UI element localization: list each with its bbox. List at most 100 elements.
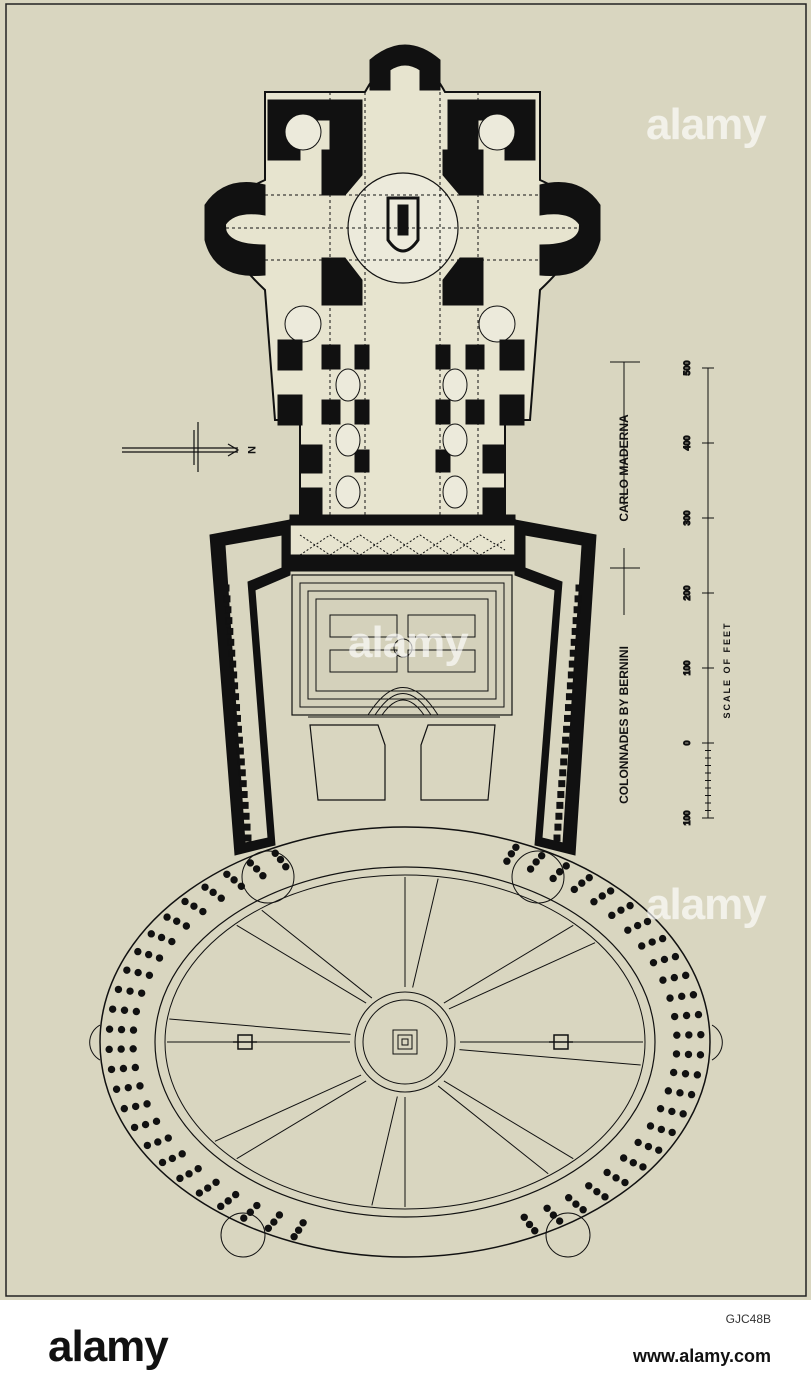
- column: [676, 1089, 684, 1097]
- column: [634, 1138, 642, 1147]
- column: [554, 823, 562, 831]
- column: [672, 1050, 681, 1058]
- column: [555, 812, 563, 820]
- column: [575, 584, 583, 592]
- column: [679, 1110, 687, 1118]
- column: [567, 671, 575, 679]
- column: [130, 1123, 139, 1132]
- column: [299, 1219, 307, 1227]
- footer-url[interactable]: www.alamy.com: [632, 1346, 771, 1366]
- scale-tick-label: 0: [682, 740, 692, 745]
- column: [134, 968, 142, 977]
- column: [608, 911, 616, 920]
- column: [555, 1217, 564, 1225]
- column: [564, 714, 572, 722]
- column: [290, 1233, 298, 1241]
- column: [117, 1045, 125, 1053]
- column: [217, 1202, 225, 1211]
- column: [225, 617, 233, 625]
- radial-path: [261, 909, 373, 999]
- radial-path: [443, 1080, 574, 1160]
- radial-path: [236, 1080, 367, 1160]
- column: [678, 992, 686, 1001]
- column: [164, 1134, 172, 1142]
- piazza-obliqua: [89, 826, 723, 1258]
- column: [649, 958, 658, 967]
- column: [659, 976, 667, 984]
- column: [224, 1197, 232, 1205]
- plan-plate: N CARLO MADERNA COLONNADES BY BERNINI SC…: [5, 3, 807, 1297]
- column: [648, 938, 656, 946]
- column: [603, 1168, 611, 1177]
- column: [673, 1031, 681, 1039]
- column: [129, 1026, 138, 1034]
- column: [123, 966, 131, 974]
- watermark-top: alamy: [646, 100, 767, 149]
- column: [129, 1045, 137, 1053]
- column: [621, 1178, 629, 1187]
- column: [585, 1182, 593, 1190]
- scale-tick-label: 100: [682, 660, 692, 675]
- column: [144, 950, 153, 959]
- column: [252, 865, 261, 873]
- column: [136, 1082, 144, 1090]
- column: [526, 865, 535, 873]
- watermark-right: alamy: [646, 880, 767, 929]
- column: [561, 747, 569, 755]
- column: [569, 649, 577, 657]
- column: [178, 1150, 186, 1158]
- column: [158, 1158, 167, 1167]
- column: [537, 852, 546, 860]
- column: [243, 823, 251, 831]
- column: [190, 902, 198, 910]
- scale-tick-label: 200: [682, 585, 692, 600]
- footer-logo[interactable]: alamy: [48, 1322, 169, 1371]
- column: [549, 874, 557, 883]
- column: [619, 1154, 628, 1162]
- column: [558, 780, 566, 788]
- column: [571, 627, 579, 635]
- column: [570, 638, 578, 646]
- column: [131, 1063, 140, 1072]
- label-maderna: CARLO MADERNA: [617, 414, 631, 522]
- column: [682, 1011, 691, 1020]
- column: [222, 584, 230, 592]
- column: [145, 971, 154, 980]
- column: [593, 1187, 601, 1196]
- column: [639, 1163, 647, 1171]
- column: [168, 937, 176, 946]
- column: [264, 1224, 273, 1232]
- radial-path: [169, 1018, 351, 1035]
- column: [555, 868, 564, 876]
- radial-path: [236, 924, 367, 1004]
- column: [579, 1206, 587, 1214]
- scale-caption: SCALE OF FEET: [722, 621, 732, 718]
- radial-path: [448, 942, 596, 1010]
- footer-bar: alamy GJC48B www.alamy.com: [0, 1300, 811, 1390]
- column: [629, 1159, 637, 1167]
- column: [553, 834, 561, 842]
- column: [606, 887, 615, 895]
- column: [120, 1006, 129, 1014]
- column: [236, 747, 244, 755]
- column: [668, 1128, 676, 1137]
- column: [154, 1138, 162, 1146]
- column: [217, 894, 225, 902]
- radial-path: [459, 1049, 641, 1066]
- column: [194, 1164, 202, 1173]
- column: [201, 883, 209, 891]
- column: [244, 834, 252, 842]
- column: [137, 989, 146, 997]
- scale-tick-label: 100: [682, 810, 692, 825]
- column: [246, 859, 255, 867]
- column: [660, 955, 669, 964]
- column: [671, 952, 680, 961]
- column: [643, 917, 652, 926]
- column: [681, 1070, 690, 1078]
- column: [182, 922, 191, 930]
- column: [564, 1194, 573, 1202]
- column: [152, 1117, 161, 1126]
- column: [633, 921, 642, 930]
- column: [163, 913, 171, 921]
- column: [237, 882, 246, 890]
